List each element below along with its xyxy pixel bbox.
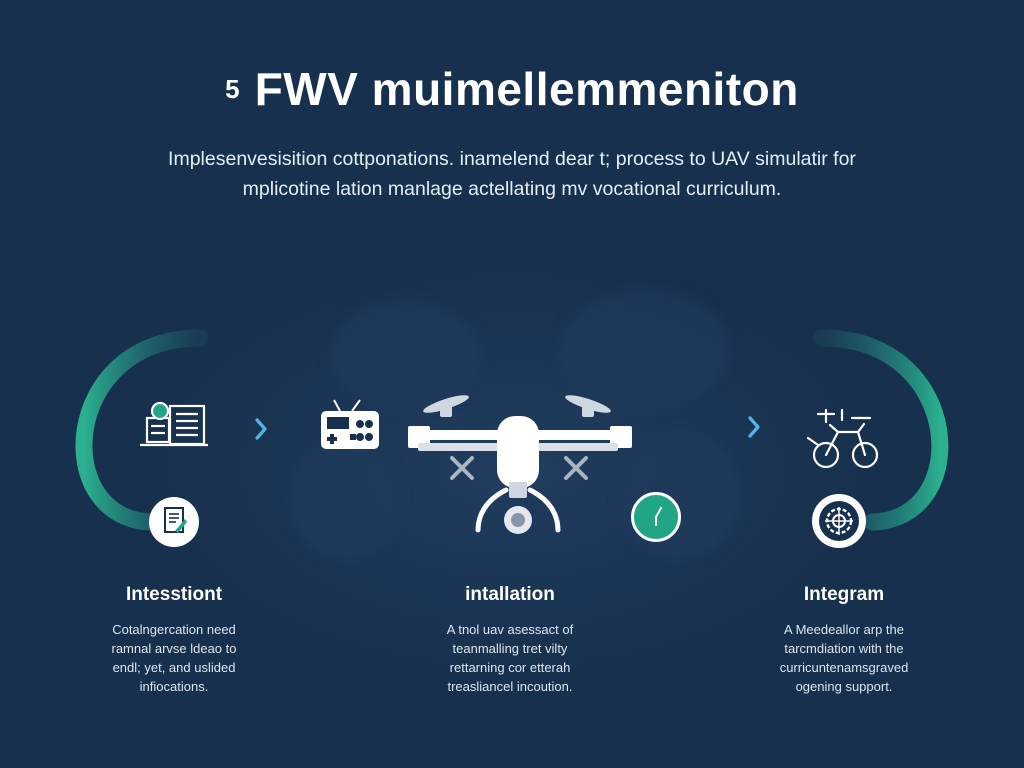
background-map-shape xyxy=(330,300,480,410)
step-description-line: A tnol uav asessact of xyxy=(446,622,574,637)
document-node[interactable] xyxy=(149,497,199,547)
step-description-line: infiocations. xyxy=(139,679,209,694)
step-description-line: endl; yet, and uslided xyxy=(112,660,236,675)
background-map-shape xyxy=(290,440,400,560)
chevron-right-icon xyxy=(748,416,760,438)
step-title: Intesstiont xyxy=(125,584,223,605)
step-description-line: A Meedeallor arp the xyxy=(784,622,904,637)
step-title: Integram xyxy=(803,584,885,605)
page-subtitle: Implesenvesisition cottponations. inamel… xyxy=(112,144,912,204)
step-title: intallation xyxy=(465,584,555,605)
step-description-line: curricuntenamsgraved xyxy=(779,660,909,675)
step-description-line: tarcmdiation with the xyxy=(784,641,904,656)
step-description: Cotalngercation need ramnal arvse ldeao … xyxy=(64,620,284,696)
clock-icon xyxy=(655,507,662,526)
aerial-vehicle-icon xyxy=(806,408,879,469)
gear-node[interactable] xyxy=(812,494,866,548)
background-map-shape xyxy=(620,430,740,560)
title-number: 5 xyxy=(225,73,240,104)
gear-icon xyxy=(819,501,859,541)
step-description: A Meedeallor arp the tarcmdiation with t… xyxy=(734,620,954,696)
clock-node[interactable] xyxy=(631,492,681,542)
background-map-shape xyxy=(560,290,730,410)
controller-icon xyxy=(321,399,379,449)
chevron-right-icon xyxy=(255,418,267,440)
step-installation: intallation A tnol uav asessact of teanm… xyxy=(400,584,620,696)
title-text: FWV muimellemmeniton xyxy=(254,63,799,115)
document-icon xyxy=(164,507,187,533)
step-investigation: Intesstiont Cotalngercation need ramnal … xyxy=(64,584,284,696)
subtitle-line: Implesenvesisition cottponations. inamel… xyxy=(168,148,856,170)
subtitle-line: mplicotine lation manlage actellating mv… xyxy=(242,178,782,200)
step-description-line: ogening support. xyxy=(795,679,893,694)
document-icon xyxy=(140,401,208,447)
step-description-line: ramnal arvse ldeao to xyxy=(111,641,237,656)
step-description-line: Cotalngercation need xyxy=(112,622,236,637)
page-title: 5 FWV muimellemmeniton xyxy=(0,62,1024,116)
drone-icon xyxy=(408,395,632,534)
step-description: A tnol uav asessact of teanmalling tret … xyxy=(400,620,620,696)
step-description-line: rettarning cor etterah xyxy=(449,660,571,675)
right-arc xyxy=(813,329,949,531)
step-integration: Integram A Meedeallor arp the tarcmdiati… xyxy=(734,584,954,696)
left-arc xyxy=(75,329,209,531)
step-description-line: teanmalling tret vilty xyxy=(452,641,568,656)
step-description-line: treasliancel incoution. xyxy=(447,679,573,694)
